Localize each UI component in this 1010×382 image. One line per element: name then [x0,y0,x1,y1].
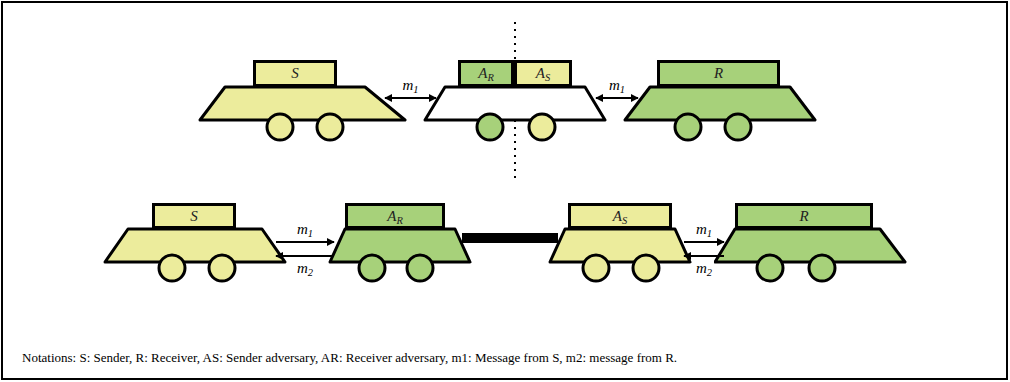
car-body [625,87,815,120]
car-wheel [757,255,783,281]
car-wheel [725,114,751,140]
message-arrow [276,255,334,257]
party-name: R [799,209,808,224]
car-wheel [675,114,701,140]
party-box: S [253,60,337,87]
message-arrow [276,241,334,243]
car-body [715,229,905,262]
party-name: S [291,66,299,81]
party-name: S [190,209,198,224]
party-name: AR [478,66,494,81]
message-label: m1 [607,78,627,93]
car-body [550,229,690,262]
car-wheel [317,114,343,140]
car-wheel [209,255,235,281]
car-body [105,229,285,262]
message-arrow [596,97,638,99]
link-bar [462,233,558,243]
party-name: AR [387,209,403,224]
message-label: m1 [694,222,714,237]
car-wheel [267,114,293,140]
party-name: AS [613,209,627,224]
party-name: AS [536,66,550,81]
car-wheel [529,114,555,140]
car-wheel [583,255,609,281]
car-body [330,229,470,262]
message-arrow [385,97,436,99]
party-box: AR [345,203,445,229]
party-name: R [714,66,723,81]
car-wheel [477,114,503,140]
message-label: m1 [295,222,315,237]
message-label: m1 [400,78,420,93]
message-arrow [684,241,724,243]
party-box: AR [458,60,514,87]
car-body [425,87,605,120]
party-box: R [657,60,780,87]
party-box: AS [568,203,672,229]
car-wheel [159,255,185,281]
car-body [200,87,405,120]
party-box: AS [514,60,572,87]
message-label: m2 [295,261,315,276]
message-label: m2 [694,261,714,276]
party-box: S [152,203,236,229]
car-wheel [359,255,385,281]
car-wheel [407,255,433,281]
car-wheel [633,255,659,281]
notation-caption: Notations: S: Sender, R: Receiver, AS: S… [22,350,677,366]
party-box: R [735,203,873,229]
message-arrow [684,255,724,257]
car-wheel [809,255,835,281]
